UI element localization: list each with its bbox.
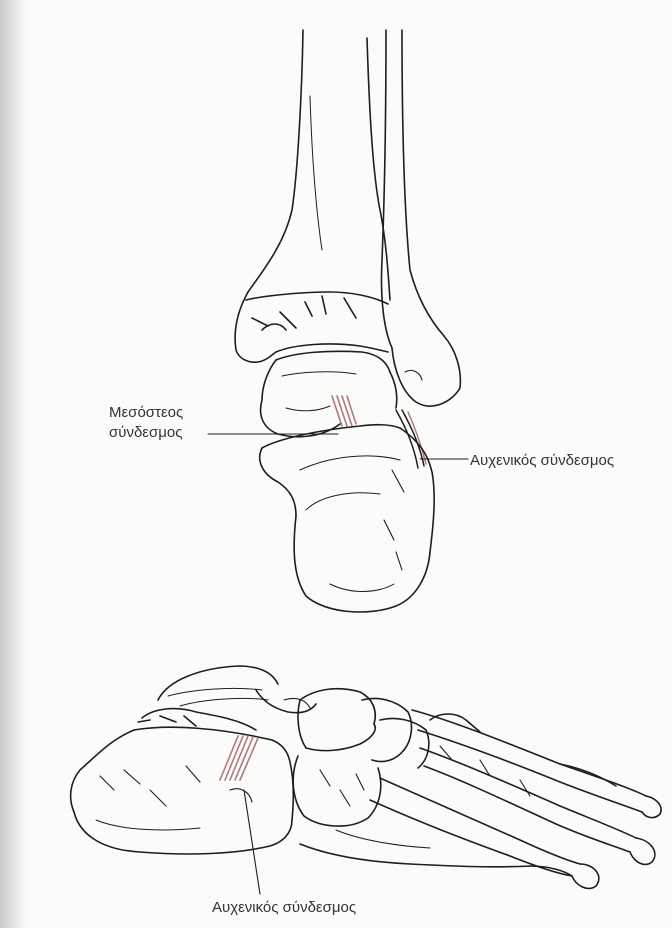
calcaneus-lateral — [71, 727, 294, 854]
cervical-ligament-label-top: Αυχενικός σύνδεσμος — [470, 451, 614, 471]
lateral-view-foot — [71, 666, 661, 888]
distal-tibia-lateral — [158, 666, 278, 706]
calcaneus — [260, 425, 434, 612]
interosseous-ligament-label: Μεσόστεος σύνδεσμος — [109, 403, 183, 443]
interosseous-ligament — [332, 396, 356, 426]
cervical-ligament-label-bottom: Αυχενικός σύνδεσμος — [212, 898, 356, 918]
talus-lateral — [138, 690, 316, 730]
posterior-view-ankle — [235, 30, 460, 612]
cuneiforms — [362, 699, 429, 769]
metatarsals — [370, 710, 661, 888]
cervical-leader-bottom — [244, 790, 260, 894]
interosseous-label-line1: Μεσόστεος — [109, 403, 183, 423]
talus — [261, 351, 397, 436]
cervical-ligament-lateral — [220, 736, 258, 780]
fibula — [381, 30, 460, 406]
tibia — [235, 30, 390, 362]
interosseous-label-line2: σύνδεσμος — [109, 423, 183, 443]
phalanges — [300, 714, 616, 876]
navicular-cuboid — [293, 689, 381, 826]
